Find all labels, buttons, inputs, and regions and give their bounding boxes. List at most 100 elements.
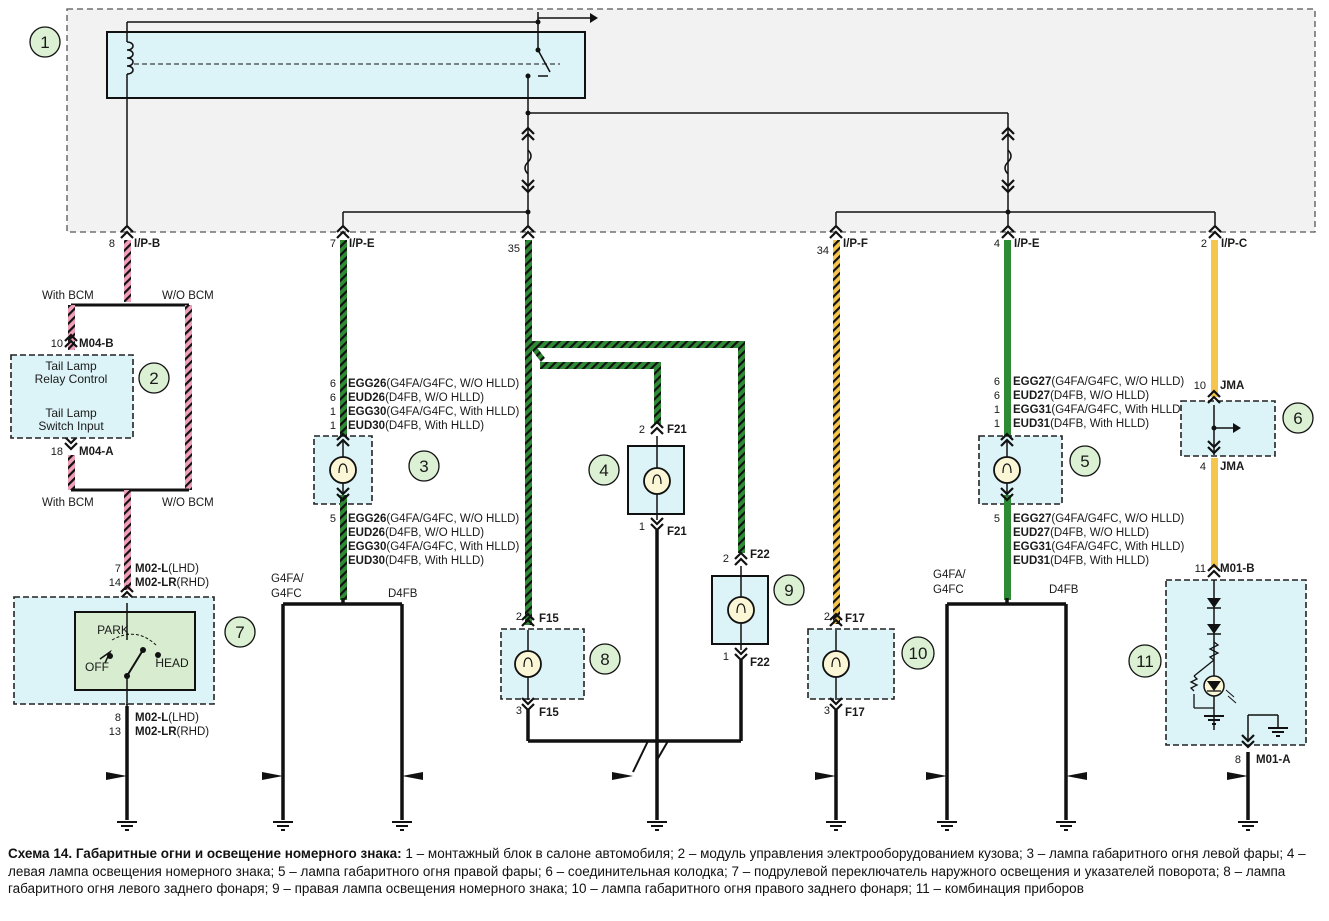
f22-top-pin: 2 <box>723 553 729 565</box>
bcm-text-2: Relay Control <box>35 372 108 386</box>
bcm-text-3: Tail Lamp <box>45 406 97 420</box>
right-front-lamp-circuit <box>945 240 1068 820</box>
m04a-label: M04-A <box>79 446 114 458</box>
lamp3-top-row-2: EGG30(G4FA/G4FC, With HLLD) <box>348 406 519 418</box>
f22-top-label: F22 <box>750 549 770 561</box>
callout-6: 6 <box>1293 409 1302 428</box>
junction-block-panel <box>66 8 1316 233</box>
callout-7: 7 <box>235 623 244 642</box>
lamp3-bot-row-3: EUD30(D4FB, With HLLD) <box>348 555 484 567</box>
lamp3-bot-pin: 5 <box>330 513 336 525</box>
lamp5-top-row-1: EUD27(D4FB, W/O HLLD) <box>1013 390 1149 402</box>
callout-8: 8 <box>600 650 609 669</box>
body-control-module: Tail Lamp Relay Control Tail Lamp Switch… <box>10 354 134 439</box>
ipc-label: I/P-C <box>1221 238 1247 250</box>
lamp3-top-row-1: EUD26(D4FB, W/O HLLD) <box>348 392 484 404</box>
m02-top-pin2: 14 <box>109 577 121 589</box>
callout-5: 5 <box>1080 452 1089 471</box>
m01b-label: M01-B <box>1220 563 1255 575</box>
ipb-label: I/P-B <box>134 238 160 250</box>
f15-bot-pin: 3 <box>516 705 522 717</box>
f21-top-pin: 2 <box>639 424 645 436</box>
f22-bot-pin: 1 <box>723 651 729 663</box>
headlamp-switch: PARK OFF HEAD <box>13 596 215 708</box>
wo-bcm-top: W/O BCM <box>162 290 214 302</box>
figure-caption: Схема 14. Габаритные огни и освещение но… <box>8 845 1320 898</box>
f17-bot-label: F17 <box>845 707 865 719</box>
lamp3-bot-row-0: EGG26(G4FA/G4FC, W/O HLLD) <box>348 513 519 525</box>
ipf-label: I/P-F <box>843 238 868 250</box>
m02-bot-pin2: 13 <box>109 726 121 738</box>
right-g4fa-label: G4FA/ <box>933 569 966 581</box>
jma-bot-pin: 4 <box>1200 461 1206 473</box>
with-bcm-top: With BCM <box>42 290 94 302</box>
lamp5-top-row-3: EUD31(D4FB, With HLLD) <box>1013 418 1149 430</box>
jma-top-pin: 10 <box>1194 380 1206 392</box>
callouts: 1 2 3 4 5 6 7 8 9 10 11 <box>29 26 1314 678</box>
jma-bot-label: JMA <box>1220 461 1244 473</box>
lamp3-top-pin-2: 1 <box>330 406 336 418</box>
f22-bot-label: F22 <box>750 657 770 669</box>
right-rear-lamp-circuit <box>807 240 895 820</box>
f15-bot-label: F15 <box>539 707 559 719</box>
lamp5-bot-pin: 5 <box>994 513 1000 525</box>
lamp5-bot-row-2: EGG31(G4FA/G4FC, With HLLD) <box>1013 541 1184 553</box>
f17-top-pin: 2 <box>824 611 830 623</box>
ipe1-label: I/P-E <box>349 238 375 250</box>
m04b-label: M04-B <box>79 338 114 350</box>
right-d4fb-label: D4FB <box>1049 584 1079 596</box>
wo-bcm-bottom: W/O BCM <box>162 497 214 509</box>
ipf-pin: 34 <box>817 245 829 257</box>
c35-pin: 35 <box>508 243 520 255</box>
lamp3-top-row-0: EGG26(G4FA/G4FC, W/O HLLD) <box>348 378 519 390</box>
with-bcm-bottom: With BCM <box>42 497 94 509</box>
m02-bot-line1: M02-L(LHD) <box>135 712 199 724</box>
lamp5-top-pin-0: 6 <box>994 376 1000 388</box>
switch-park: PARK <box>97 623 129 637</box>
lamp5-bot-row-3: EUD31(D4FB, With HLLD) <box>1013 555 1149 567</box>
ipb-pin: 8 <box>109 238 115 250</box>
lamp5-top-row-2: EGG31(G4FA/G4FC, With HLLD) <box>1013 404 1184 416</box>
f21-bot-pin: 1 <box>639 521 645 533</box>
left-d4fb-label: D4FB <box>388 588 418 600</box>
callout-4: 4 <box>599 461 608 480</box>
callout-10: 10 <box>909 644 928 663</box>
lamp5-top-pin-1: 6 <box>994 390 1000 402</box>
m01a-pin: 8 <box>1235 754 1241 766</box>
lamp3-bottom-labels: 5 EGG26(G4FA/G4FC, W/O HLLD) EUD26(D4FB,… <box>330 513 520 567</box>
m01a-label: M01-A <box>1256 754 1291 766</box>
wiring-diagram: 8 I/P-B 7 I/P-E 35 34 I/P-F 4 I/P-E 2 I/… <box>10 8 1316 831</box>
lamp3-top-pin-0: 6 <box>330 378 336 390</box>
jma-top-label: JMA <box>1220 380 1244 392</box>
ipe1-pin: 7 <box>330 238 336 250</box>
f21-bot-label: F21 <box>667 526 687 538</box>
left-g4fc-label: G4FC <box>271 588 302 600</box>
m04a-pin: 18 <box>51 446 63 458</box>
caption-text: 1 – монтажный блок в салоне автомобиля; … <box>8 846 1306 896</box>
pink-wire-circuit <box>68 240 192 820</box>
lamp3-top-labels: 6 EGG26(G4FA/G4FC, W/O HLLD) 6 EUD26(D4F… <box>330 378 520 432</box>
callout-3: 3 <box>419 457 428 476</box>
right-g4fc-label: G4FC <box>933 584 964 596</box>
lamp3-top-row-3: EUD30(D4FB, With HLLD) <box>348 420 484 432</box>
f15-top-label: F15 <box>539 613 559 625</box>
m02-bot-line2: M02-LR(RHD) <box>135 726 209 738</box>
callout-1: 1 <box>40 33 49 52</box>
bcm-text-4: Switch Input <box>38 419 104 433</box>
lamp3-top-pin-3: 1 <box>330 420 336 432</box>
lamp5-bottom-labels: 5 EGG27(G4FA/G4FC, W/O HLLD) EUD27(D4FB,… <box>994 513 1185 567</box>
lamp5-top-pin-2: 1 <box>994 404 1000 416</box>
lamp5-top-row-0: EGG27(G4FA/G4FC, W/O HLLD) <box>1013 376 1184 388</box>
m02-bot-pin1: 8 <box>115 712 121 724</box>
switch-head: HEAD <box>155 656 189 670</box>
lamp3-top-pin-1: 6 <box>330 392 336 404</box>
lamp5-top-labels: 6 EGG27(G4FA/G4FC, W/O HLLD) 6 EUD27(D4F… <box>994 376 1185 430</box>
ipc-pin: 2 <box>1201 238 1207 250</box>
f17-top-label: F17 <box>845 613 865 625</box>
lamp3-bot-row-2: EGG30(G4FA/G4FC, With HLLD) <box>348 541 519 553</box>
m02-top-pin1: 7 <box>115 563 121 575</box>
m01b-pin: 11 <box>1195 563 1206 575</box>
lamp5-top-pin-3: 1 <box>994 418 1000 430</box>
instrument-cluster-circuit <box>1165 240 1307 820</box>
lamp3-bot-row-1: EUD26(D4FB, W/O HLLD) <box>348 527 484 539</box>
